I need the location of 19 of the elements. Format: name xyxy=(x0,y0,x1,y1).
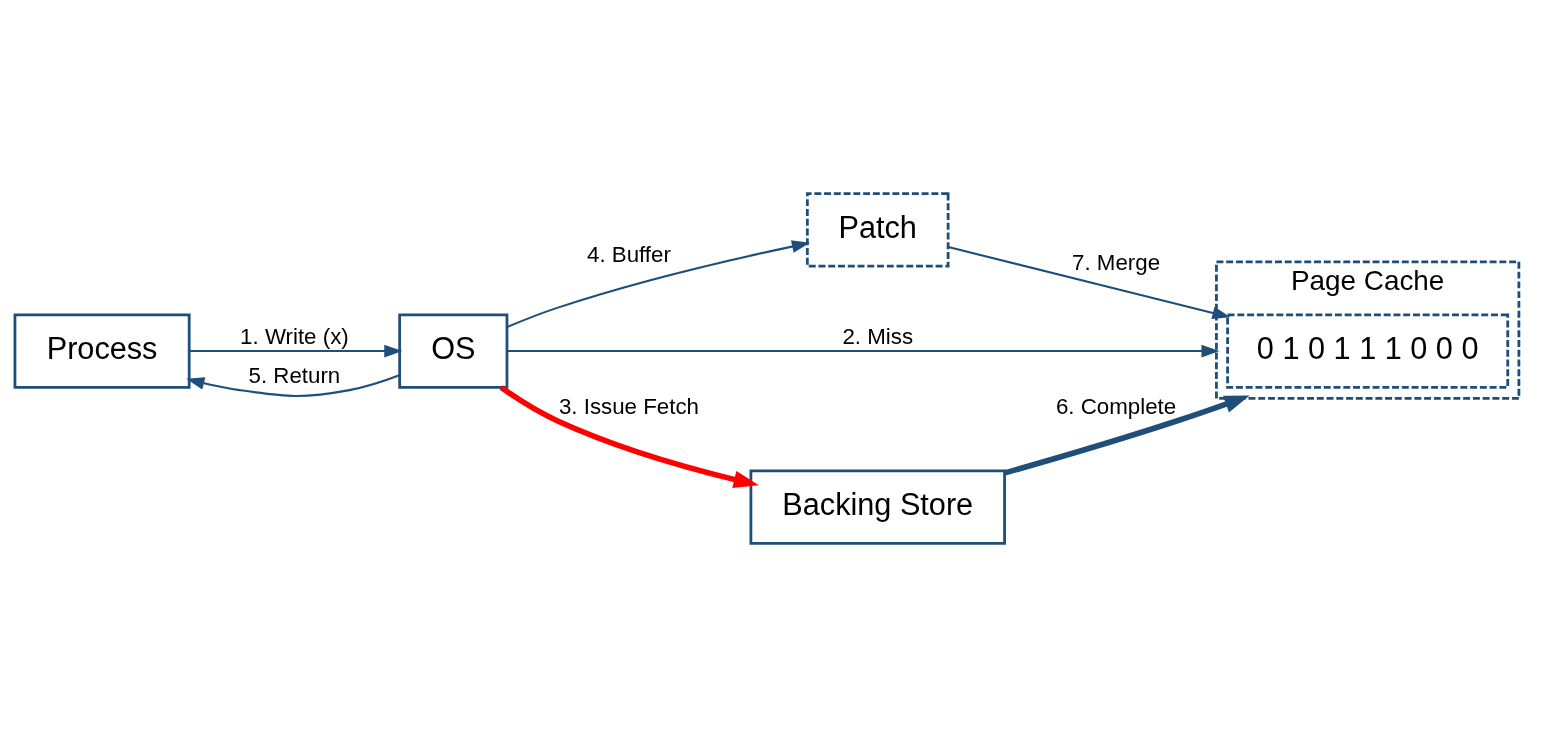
node-box: Backing Store xyxy=(749,469,1006,545)
arrow xyxy=(948,246,1231,320)
edge-label: 3. Issue Fetch xyxy=(558,393,699,419)
edge-label: 1. Write (x) xyxy=(240,323,349,349)
arrow xyxy=(189,344,403,358)
node-box: Process xyxy=(13,313,191,389)
edge-label: 4. Buffer xyxy=(587,241,671,267)
node-box: OS xyxy=(398,313,509,389)
node-box: 0 1 0 1 1 1 0 0 0 xyxy=(1226,313,1510,389)
node-box: Patch xyxy=(805,192,950,268)
edge-label: 2. Miss xyxy=(842,323,914,349)
edge-label: 7. Merge xyxy=(1072,249,1161,275)
edge-label: 6. Complete xyxy=(1055,393,1177,419)
arrow xyxy=(186,374,400,398)
arrow xyxy=(507,344,1220,358)
edge-label: 5. Return xyxy=(248,362,341,388)
arrow xyxy=(1004,395,1250,476)
arrow xyxy=(506,240,811,328)
arrow xyxy=(499,385,759,489)
